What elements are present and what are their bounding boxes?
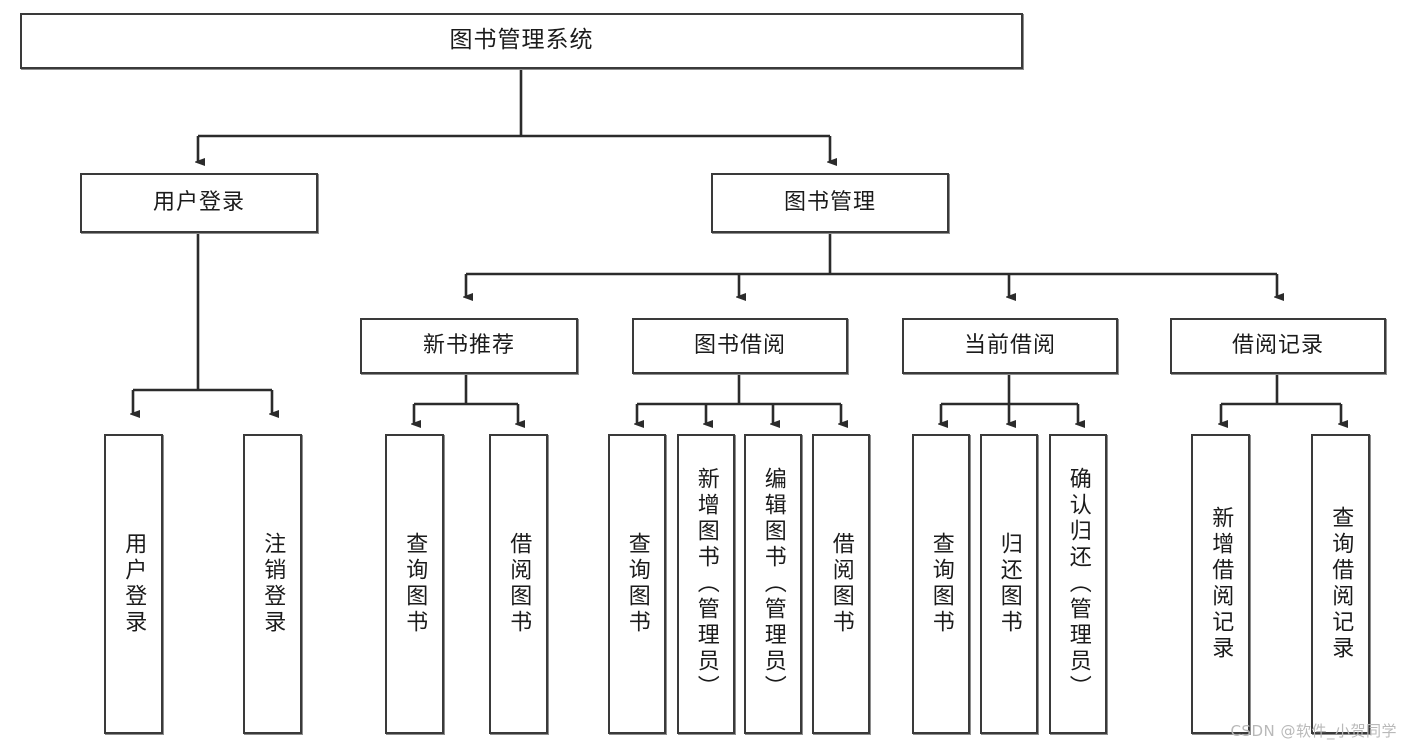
node-borrow-record-label: 借阅记录	[1231, 332, 1324, 358]
node-new-book-recommend[interactable]: 新书推荐	[360, 318, 578, 374]
node-book-management-label: 图书管理	[783, 189, 876, 215]
leaf-record-query-record-label: 查询借阅记录	[1328, 506, 1354, 662]
node-book-borrow[interactable]: 图书借阅	[632, 318, 848, 374]
node-book-management[interactable]: 图书管理	[711, 173, 949, 233]
watermark: CSDN @软件_小贺同学	[1230, 722, 1397, 740]
leaf-current-confirm-return-admin[interactable]: 确认归还（管理员）	[1049, 434, 1107, 734]
node-new-book-recommend-label: 新书推荐	[422, 332, 515, 358]
node-current-borrow[interactable]: 当前借阅	[902, 318, 1118, 374]
leaf-newbook-borrow-book-label: 借阅图书	[506, 532, 532, 636]
leaf-current-confirm-return-admin-label: 确认归还（管理员）	[1065, 467, 1091, 701]
leaf-record-add-record[interactable]: 新增借阅记录	[1191, 434, 1250, 734]
leaf-borrow-borrow-book[interactable]: 借阅图书	[812, 434, 870, 734]
leaf-borrow-query-book-label: 查询图书	[624, 532, 650, 636]
leaf-borrow-edit-book-admin-label: 编辑图书（管理员）	[760, 467, 786, 701]
node-current-borrow-label: 当前借阅	[963, 332, 1056, 358]
leaf-current-query-book-label: 查询图书	[928, 532, 954, 636]
leaf-user-login[interactable]: 用户登录	[104, 434, 163, 734]
node-user-login[interactable]: 用户登录	[80, 173, 318, 233]
leaf-current-return-book[interactable]: 归还图书	[980, 434, 1038, 734]
leaf-borrow-add-book-admin[interactable]: 新增图书（管理员）	[677, 434, 735, 734]
leaf-current-return-book-label: 归还图书	[996, 532, 1022, 636]
leaf-borrow-query-book[interactable]: 查询图书	[608, 434, 666, 734]
node-root[interactable]: 图书管理系统	[20, 13, 1023, 69]
leaf-user-login-label: 用户登录	[121, 532, 147, 636]
leaf-logout[interactable]: 注销登录	[243, 434, 302, 734]
node-borrow-record[interactable]: 借阅记录	[1170, 318, 1386, 374]
node-user-login-label: 用户登录	[152, 189, 245, 215]
leaf-record-query-record[interactable]: 查询借阅记录	[1311, 434, 1370, 734]
leaf-borrow-add-book-admin-label: 新增图书（管理员）	[693, 467, 719, 701]
leaf-borrow-borrow-book-label: 借阅图书	[828, 532, 854, 636]
leaf-newbook-query-book-label: 查询图书	[402, 532, 428, 636]
leaf-current-query-book[interactable]: 查询图书	[912, 434, 970, 734]
leaf-newbook-query-book[interactable]: 查询图书	[385, 434, 444, 734]
leaf-newbook-borrow-book[interactable]: 借阅图书	[489, 434, 548, 734]
node-root-label: 图书管理系统	[449, 27, 594, 54]
leaf-record-add-record-label: 新增借阅记录	[1208, 506, 1234, 662]
leaf-borrow-edit-book-admin[interactable]: 编辑图书（管理员）	[744, 434, 802, 734]
node-book-borrow-label: 图书借阅	[693, 332, 786, 358]
leaf-logout-label: 注销登录	[260, 532, 286, 636]
